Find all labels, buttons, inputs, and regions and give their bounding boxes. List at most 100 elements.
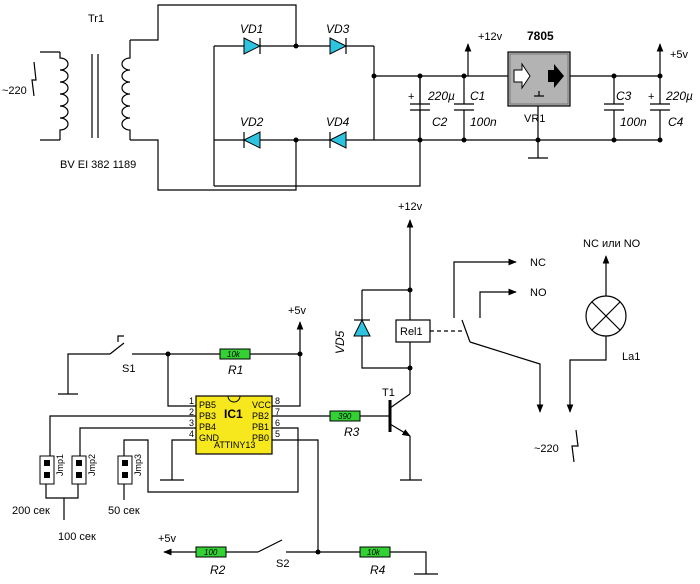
timer-jumpers: Jmp1 Jmp2 Jmp3 200 сек 50 сек 100 сек [12, 454, 143, 543]
c2-value: 220µ [427, 89, 455, 103]
ic-pin-num-8: 8 [275, 396, 280, 406]
ic-pin-pb2: PB2 [252, 411, 269, 421]
diode-vd1: VD1 [240, 22, 263, 55]
secondary-winding [121, 40, 131, 140]
c4-ref: C4 [668, 115, 684, 129]
switch-s1-lever [109, 342, 125, 355]
ic-pin-num-4: 4 [189, 429, 194, 439]
contact-nc-label: NC [530, 257, 546, 269]
time-50-label: 50 сек [108, 505, 140, 517]
capacitor-c3: C3 100n [604, 76, 647, 140]
ic-pin-num-1: 1 [189, 396, 194, 406]
c3-ref: C3 [616, 89, 632, 103]
c3-value: 100n [620, 115, 647, 129]
relay-rel1: Rel1 [395, 319, 462, 371]
c2-plus: + [408, 91, 414, 103]
diode-vd2: VD2 [240, 115, 264, 149]
diode-vd3: VD3 [326, 22, 350, 55]
resistor-r2: 100 R2 [195, 546, 227, 577]
diode-bridge: VD1 VD3 VD2 VD4 [240, 22, 377, 149]
relay-label: Rel1 [400, 326, 423, 338]
capacitor-c2: + 220µ C2 [408, 76, 455, 140]
ic-pin-pb0: PB0 [252, 433, 269, 443]
transformer: Tr1 BV EI 382 1189 [59, 13, 136, 171]
ic-wiring: 390 R3 [49, 410, 390, 555]
filter-capacitors: + 220µ C2 C1 100n +12v [408, 31, 503, 143]
ic-pin-pb3: PB3 [199, 411, 216, 421]
jumper-jmp1: Jmp1 [39, 454, 65, 485]
r1-ref: R1 [228, 363, 243, 377]
vd4-label: VD4 [326, 115, 350, 129]
lamp-ref: La1 [622, 351, 640, 363]
jmp3-label: Jmp3 [133, 454, 143, 476]
diode-vd5: VD5 [333, 318, 371, 354]
primary-winding [59, 52, 69, 140]
regulator-out-arrow-icon [548, 64, 564, 88]
resistor-r1: 10k R1 [219, 348, 251, 377]
c4-value: 220µ [665, 89, 693, 103]
switch-s1-label: S1 [122, 363, 135, 375]
capacitor-c4: + 220µ C4 [648, 76, 693, 140]
r2-ref: R2 [210, 563, 226, 577]
rail-5v-control: +5v [288, 305, 307, 317]
jmp2-label: Jmp2 [87, 454, 97, 476]
jmp1-label: Jmp1 [55, 454, 65, 476]
resistor-r3: 390 R3 [329, 410, 361, 439]
ic-pin-vcc: VCC [252, 400, 272, 410]
primary-leads [40, 51, 60, 141]
vd1-label: VD1 [240, 22, 263, 36]
regulator-ref: VR1 [524, 113, 545, 125]
bottom-rail: +5v 100 R2 S2 10k R4 [158, 533, 438, 577]
transformer-label: Tr1 [88, 13, 104, 25]
transistor-label: T1 [382, 387, 395, 399]
switch-s2-label: S2 [276, 558, 289, 570]
lamp-supply-label: NC или NO [583, 238, 641, 250]
resistor-r4: 10k R4 [359, 546, 391, 577]
regulator-name: 7805 [527, 29, 554, 43]
mains-bolt-icon [31, 61, 37, 97]
c2-ref: C2 [432, 115, 448, 129]
r3-value: 390 [338, 412, 352, 421]
r2-value: 100 [204, 548, 218, 557]
transistor-t1: T1 [382, 387, 422, 481]
diode-vd4: VD4 [326, 115, 350, 149]
ic-part: ATTINY13 [214, 440, 255, 450]
ic-pin-pb5: PB5 [199, 400, 216, 410]
switch-s2-lever [257, 539, 283, 553]
ic-pin-pb1: PB1 [252, 422, 269, 432]
relay-driver: +12v VD5 Rel1 T1 [333, 201, 462, 481]
ic-pin-pb4: PB4 [199, 422, 216, 432]
capacitor-c1: C1 100n [454, 76, 497, 140]
time-200-label: 200 сек [12, 505, 50, 517]
rail-5v-bottom: +5v [158, 533, 177, 545]
rail-12v-top: +12v [478, 31, 503, 43]
vd5-label: VD5 [333, 330, 347, 354]
r4-value: 10k [367, 548, 381, 557]
time-100-label: 100 сек [58, 531, 96, 543]
c1-value: 100n [470, 115, 497, 129]
vd2-label: VD2 [240, 115, 264, 129]
mains-input: ~220 [2, 51, 60, 141]
r3-ref: R3 [344, 425, 360, 439]
r1-value: 10k [227, 350, 241, 359]
regulator-7805: 7805 VR1 [507, 29, 571, 143]
ic-pin-num-3: 3 [189, 418, 194, 428]
output-capacitors: C3 100n + 220µ C4 +5v [604, 49, 693, 143]
c1-ref: C1 [470, 89, 485, 103]
mains-output-label: ~220 [534, 443, 559, 455]
jumper-jmp2: Jmp2 [71, 454, 97, 485]
r4-ref: R4 [370, 563, 386, 577]
rectifier-wiring [130, 4, 664, 191]
jumper-jmp3: Jmp3 [117, 454, 143, 485]
ic-attiny13: IC1 ATTINY13 PB5 PB3 PB4 GND VCC PB2 PB1… [189, 395, 280, 455]
ic-pin-num-2: 2 [189, 407, 194, 417]
lamp-circuit: NC или NO La1 ~220 [534, 238, 641, 463]
ic-ref: IC1 [224, 407, 243, 421]
mains-label: ~220 [2, 85, 27, 97]
ic-pin-gnd: GND [199, 433, 220, 443]
ic-pin-num-7: 7 [275, 407, 280, 417]
c4-plus: + [648, 91, 654, 103]
regulator-in-arrow-icon [513, 62, 531, 90]
